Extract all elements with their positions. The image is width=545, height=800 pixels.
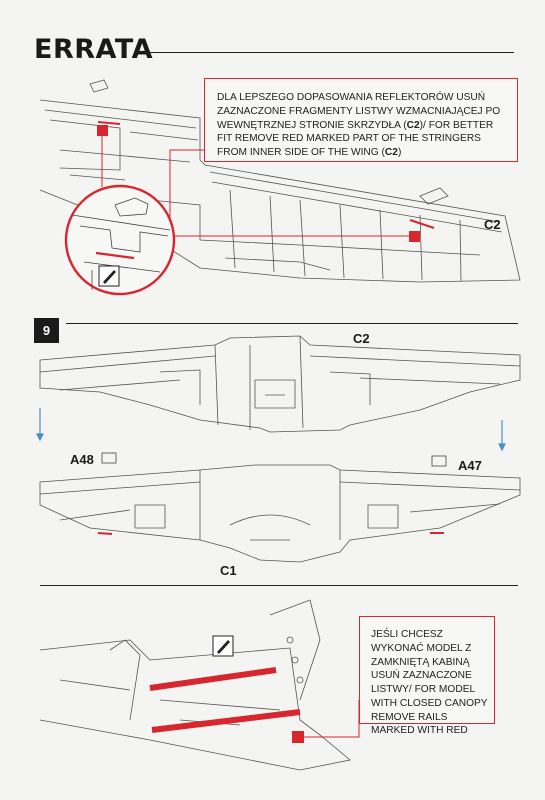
- part-label-a47: A47: [458, 458, 482, 473]
- wing-drawing-step9-lower: [39, 464, 521, 563]
- cockpit-drawing: [39, 599, 351, 771]
- part-label-c1: C1: [220, 563, 237, 578]
- errata-callout-bottom: JEŚLI CHCESZ WYKONAĆ MODEL Z ZAMKNIĘTĄ K…: [359, 616, 495, 736]
- arrow-down-icon: [36, 408, 44, 442]
- detail-magnifier: [64, 184, 176, 296]
- wing-drawing-top: [39, 79, 521, 283]
- step-divider: [66, 323, 518, 324]
- part-a47: [431, 455, 447, 467]
- errata-callout-top: DLA LEPSZEGO DOPASOWANIA REFLEKTORÓW USU…: [204, 78, 518, 162]
- title-divider: [146, 52, 514, 53]
- callout-text-en: )/ FOR BETTER FIT REMOVE RED MARKED PART…: [217, 119, 494, 159]
- marker-square: [292, 731, 304, 743]
- step-number-badge: 9: [34, 318, 59, 343]
- page-title: ERRATA: [34, 34, 154, 65]
- callout-text-end: ): [397, 147, 402, 159]
- callout-text-pl: DLA LEPSZEGO DOPASOWANIA REFLEKTORÓW USU…: [217, 92, 501, 131]
- marker-square: [97, 125, 108, 136]
- part-a48: [101, 452, 117, 464]
- part-label-c2: C2: [484, 217, 501, 232]
- marker-square: [409, 231, 420, 242]
- part-ref: C2: [384, 147, 398, 159]
- section-divider: [40, 585, 518, 586]
- part-label-c2: C2: [353, 331, 370, 346]
- arrow-down-icon: [498, 420, 506, 452]
- rail-marked: [149, 667, 277, 691]
- part-ref: C2: [406, 119, 420, 131]
- wing-drawing-step9-upper: [39, 335, 521, 433]
- part-label-a48: A48: [70, 452, 94, 467]
- rail-marked: [151, 709, 301, 733]
